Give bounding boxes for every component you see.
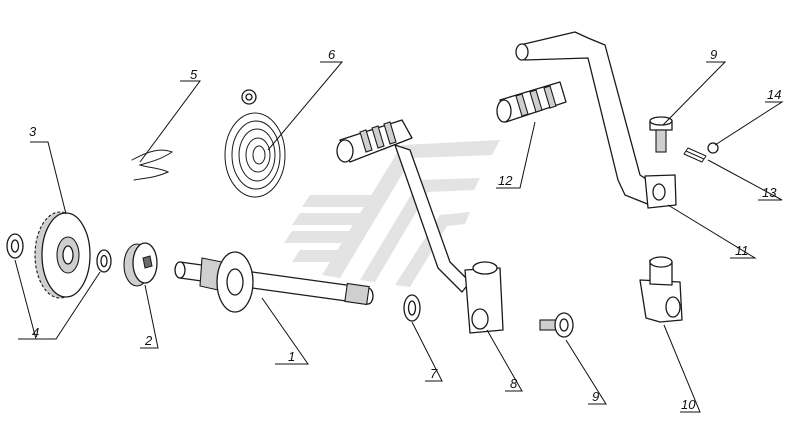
callout-2: 2 (144, 333, 153, 348)
washer-left (6, 233, 24, 259)
callout-5: 5 (190, 67, 198, 82)
gear (34, 211, 91, 299)
kick-shaft (174, 251, 374, 313)
callout-8: 8 (510, 376, 518, 391)
callout-labels: 3 4 2 1 5 6 7 8 9 10 12 9 11 13 14 (29, 47, 781, 412)
watermark-logo (284, 140, 500, 287)
callout-11: 11 (735, 243, 749, 258)
callout-6: 6 (328, 47, 336, 62)
callout-12: 12 (498, 173, 513, 188)
spring-clip (131, 149, 174, 181)
callout-7: 7 (430, 366, 438, 381)
bracket-10 (639, 256, 683, 323)
kick-lever-8 (336, 119, 504, 334)
callout-1: 1 (288, 349, 295, 364)
ratchet (123, 242, 158, 287)
washer-7 (403, 294, 421, 322)
leader-lines (14, 61, 784, 413)
callout-3: 3 (29, 124, 37, 139)
callout-9-bottom: 9 (592, 389, 599, 404)
callout-13: 13 (762, 185, 777, 200)
washer-right (96, 249, 112, 273)
coil-spring (224, 89, 286, 198)
pedal-rubber-12 (496, 81, 567, 123)
ball-14 (707, 142, 719, 154)
spring-13 (683, 147, 707, 163)
callout-4: 4 (32, 325, 39, 340)
callout-10: 10 (681, 397, 696, 412)
kick-lever-11 (515, 31, 677, 209)
callout-14: 14 (767, 87, 781, 102)
bolt-9-top (649, 116, 673, 153)
callout-9-top: 9 (710, 47, 717, 62)
bolt-9-bottom (539, 312, 574, 338)
